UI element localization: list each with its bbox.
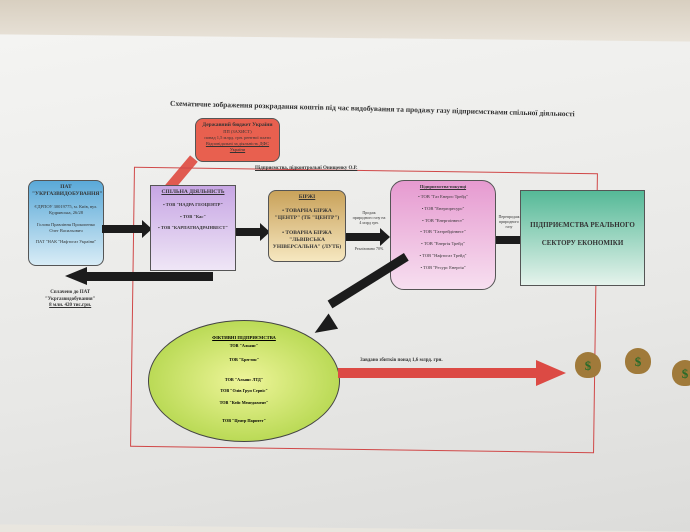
ukrgaz-box: ПАТ "УКРГАЗВИДОБУВАННЯ" ЄДРПОУ 30019775,… — [28, 180, 104, 266]
real-sector-box: ПІДПРИЄМСТВА РЕАЛЬНОГО СЕКТОРУ ЕКОНОМІКИ — [520, 190, 645, 286]
state-budget-line: ПП (ЗАХИСТ) — [223, 129, 252, 135]
fictitious-companies-ellipse: ФІКТИВНІ ПІДПРИЄМСТВА ТОВ "Альянс" ТОВ "… — [148, 320, 340, 442]
fictitious-heading: ФІКТИВНІ ПІДПРИЄМСТВА — [212, 335, 276, 340]
money-bag-icon: $ — [575, 352, 601, 378]
ukrgaz-line: ПАТ "НАК "Нафтогаз України" — [35, 239, 97, 245]
returned-note: Сплачено до ПАТ "Укргазвидобування" 8 мл… — [45, 290, 95, 310]
buyer-item: • ТОВ "Нафтогаз Трейд" — [419, 253, 467, 259]
state-budget-box: Державний бюджет України ПП (ЗАХИСТ) пон… — [195, 118, 280, 162]
buyers-heading: Підприємства-покупці — [419, 184, 467, 189]
damage-label: Завдано збитків понад 1,6 млрд. грн. — [360, 358, 443, 363]
buyers-box: Підприємства-покупці • ТОВ "Газ Енерго Т… — [390, 180, 496, 290]
joint-activity-box: СПІЛЬНА ДІЯЛЬНІСТЬ • ТОВ "НАДРА ГЕОЦЕНТР… — [150, 185, 236, 271]
frame-label: Підприємства, підконтрольні Онищенку О.Р… — [255, 166, 358, 171]
state-budget-heading: Державний бюджет України — [202, 122, 273, 128]
exchanges-box: БІРЖІ • ТОВАРНА БІРЖА "ЦЕНТР" (ТБ "ЦЕНТР… — [268, 190, 346, 262]
fictitious-item: ТОВ "Кейс Менеджмент" — [219, 399, 269, 405]
joint-item: • ТОВ "НАДРА ГЕОЦЕНТР" — [163, 201, 223, 207]
arrow-exchanges-to-buyers — [346, 228, 390, 246]
ukrgaz-line: ЄДРПОУ 30019775, м. Київ, вул. Кудрявськ… — [34, 204, 98, 215]
state-budget-line: понад 1,5 млрд. грн. рентної плати — [204, 134, 271, 140]
state-budget-line: Відповідальні за діяльність ДФС України — [205, 140, 270, 152]
buyer-item: • ТОВ "Енергія Трейд" — [421, 241, 465, 247]
real-sector-line: ПІДПРИЄМСТВА РЕАЛЬНОГО — [530, 221, 635, 229]
exchanges-heading: БІРЖІ — [298, 194, 316, 200]
returned-line: Сплачено до ПАТ — [50, 290, 91, 295]
ukrgaz-heading: ПАТ "УКРГАЗВИДОБУВАННЯ" — [32, 184, 103, 198]
sale-note-2: Реалізовано 70% — [354, 246, 384, 251]
resale-note: Перепродаж природного газу — [498, 214, 520, 230]
return-arrow-head — [65, 267, 87, 285]
fictitious-item: ТОВ "Альянс ЛТД" — [224, 376, 264, 382]
exchange-item: • ТОВАРНА БІРЖА "ЛЬВІВСЬКА УНІВЕРСАЛЬНА"… — [272, 229, 342, 250]
buyer-item: • ТОВ "Газ Енерго Трейд" — [418, 193, 468, 199]
returned-amount: 8 млн. 420 тис.грн. — [49, 303, 92, 308]
exchange-item: • ТОВАРНА БІРЖА "ЦЕНТР" (ТБ "ЦЕНТР") — [274, 208, 340, 222]
joint-item: • ТОВ "Кас" — [180, 213, 206, 219]
fictitious-item: ТОВ "Центр Паритет" — [222, 417, 266, 423]
ukrgaz-line: Голова Правління Прокопенко Олег Васильо… — [36, 221, 96, 233]
joint-item: • ТОВ "КАРПАТНАДРАІНВЕСТ" — [158, 225, 228, 231]
buyer-item: • ТОВ "Ресурс Енергія" — [420, 264, 466, 270]
buyer-item: • ТОВ "Газтрейдінвест" — [420, 229, 466, 235]
joint-heading: СПІЛЬНА ДІЯЛЬНІСТЬ — [161, 189, 225, 195]
buyer-item: • ТОВ "Енергоінвест" — [422, 217, 464, 223]
fictitious-item: ТОВ "Брегтон" — [229, 356, 259, 362]
arrow-joint-to-exchanges — [236, 223, 270, 241]
arrow-ukrgaz-to-joint — [102, 220, 152, 238]
fictitious-item: ТОВ "Олів Груп Сервіс" — [220, 388, 268, 394]
real-sector-line: СЕКТОРУ ЕКОНОМІКИ — [541, 239, 624, 248]
returned-line: "Укргазвидобування" — [45, 296, 96, 302]
damage-arrow-head — [536, 360, 566, 386]
fictitious-item: ТОВ "Альянс" — [229, 343, 259, 349]
money-bag-icon: $ — [625, 348, 651, 374]
money-bag-icon: $ — [672, 360, 690, 386]
buyer-item: • ТОВ "Енергоресурс" — [421, 205, 465, 211]
damage-arrow — [338, 368, 538, 378]
sale-note: Продаж природного газу на 4 млрд грн. — [352, 210, 386, 226]
return-arrow — [85, 272, 213, 281]
